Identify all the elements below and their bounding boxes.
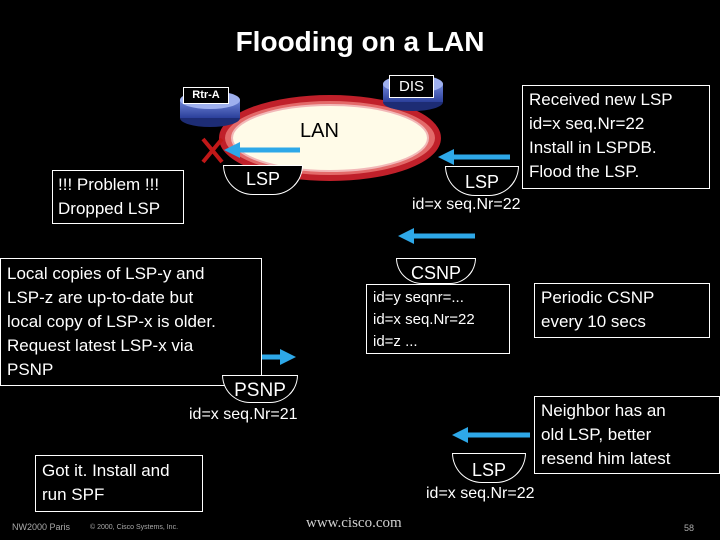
lsp-bottom-id: id=x seq.Nr=22 [426,485,535,502]
neighbor-box: Neighbor has an old LSP, better resend h… [534,396,720,474]
footer-url: www.cisco.com [306,515,402,531]
arrow-psnp-right [262,349,296,365]
lsp-top-right-id: id=x seq.Nr=22 [412,196,521,213]
received-line: Received new LSP [529,90,673,109]
arrow-lsp-to-lan [438,149,510,165]
problem-line: !!! Problem !!! [58,175,160,194]
received-line: Install in LSPDB. [529,138,657,157]
footer-event: NW2000 Paris [12,522,71,532]
received-box: Received new LSP id=x seq.Nr=22 Install … [522,85,710,189]
arrow-lsp-to-rtr-a [224,142,300,158]
footer-copyright: © 2000, Cisco Systems, Inc. [90,524,179,531]
psnp-id: id=x seq.Nr=21 [189,406,298,423]
psnp-label: PSNP [222,375,298,403]
csnp-entry: id=z ... [373,333,418,350]
periodic-line: every 10 secs [541,312,646,331]
got-it-line: Got it. Install and [42,461,170,480]
csnp-entry: id=x seq.Nr=22 [373,311,475,328]
problem-box: !!! Problem !!! Dropped LSP [52,170,184,224]
received-line: id=x seq.Nr=22 [529,114,645,133]
got-it-box: Got it. Install and run SPF [35,455,203,512]
local-copies-line: PSNP [7,360,54,379]
rtr-a-label: Rtr-A [183,87,229,104]
periodic-line: Periodic CSNP [541,288,655,307]
dropped-cross-icon [201,137,224,164]
arrow-lsp-bottom-left [452,427,530,443]
slide-title: Flooding on a LAN [235,26,485,57]
periodic-csnp-box: Periodic CSNP every 10 secs [534,283,710,338]
csnp-entry: id=y seqnr=... [373,289,464,306]
problem-line: Dropped LSP [58,199,161,218]
local-copies-line: local copy of LSP-x is older. [7,312,216,331]
got-it-line: run SPF [42,485,105,504]
local-copies-line: LSP-z are up-to-date but [7,288,194,307]
csnp-list-box: id=y seqnr=... id=x seq.Nr=22 id=z ... [366,284,510,354]
local-copies-line: Request latest LSP-x via [7,336,194,355]
local-copies-line: Local copies of LSP-y and [7,264,205,283]
arrow-csnp-left [398,228,475,244]
neighbor-line: old LSP, better [541,425,652,444]
lan-label: LAN [300,120,339,142]
footer-page-number: 58 [684,523,695,533]
neighbor-line: Neighbor has an [541,401,666,420]
received-line: Flood the LSP. [529,162,640,181]
lan-ring [219,95,441,181]
local-copies-box: Local copies of LSP-y and LSP-z are up-t… [0,258,262,386]
neighbor-line: resend him latest [541,449,671,468]
dis-label: DIS [389,75,434,98]
